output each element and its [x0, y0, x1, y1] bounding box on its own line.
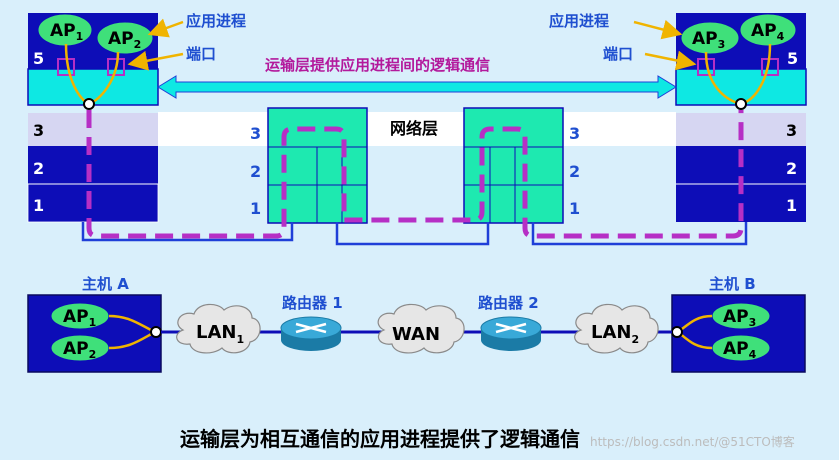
router1-arrows-icon	[295, 322, 327, 334]
lan2-label: LAN2	[591, 322, 639, 346]
lan1-cloud: LAN1	[176, 303, 261, 354]
left-layer3-block	[28, 113, 158, 146]
left-ap1-label: AP1	[50, 21, 83, 43]
left-socket-node	[83, 98, 95, 110]
link-router1-to-router2	[335, 222, 490, 246]
network-layer-label: 网络层	[390, 119, 438, 138]
host-b-ap4-label: AP4	[723, 339, 757, 361]
left-annotation-app-arrow	[147, 18, 184, 38]
router1-label: 路由器 1	[282, 294, 343, 312]
router2-label: 路由器 2	[478, 294, 539, 312]
wan-cloud: WAN	[377, 303, 465, 354]
host-b-socket-node	[671, 326, 683, 338]
host-a-label: 主机 A	[82, 275, 129, 293]
host-a-ap2-label: AP2	[63, 339, 96, 361]
left-annotation-app-process: 应用进程	[186, 12, 246, 30]
transport-arrow-label: 运输层提供应用进程间的逻辑通信	[265, 56, 490, 74]
left-host-stack: AP1 AP2 5 3 2 1	[27, 13, 159, 223]
bottom-caption: 运输层为相互通信的应用进程提供了逻辑通信	[180, 427, 580, 451]
watermark-text: https://blog.csdn.net/@51CTO博客	[590, 434, 795, 449]
lan1-label: LAN1	[196, 322, 244, 346]
left-layer2-number: 2	[33, 159, 44, 178]
router-right-layer3-number: 3	[569, 124, 580, 143]
router-left-layer3-number: 3	[250, 124, 261, 143]
transport-arrow: 运输层提供应用进程间的逻辑通信	[157, 56, 677, 99]
wan-label: WAN	[392, 324, 440, 345]
right-ap3-label: AP3	[692, 29, 725, 51]
lan2-cloud-shape	[574, 303, 659, 354]
router-right-box	[463, 107, 564, 224]
host-b-ap3-label: AP3	[723, 307, 756, 329]
right-layer1-number: 1	[786, 196, 797, 215]
right-ap4-label: AP4	[751, 21, 785, 43]
router-right-layer1-number: 1	[569, 199, 580, 218]
host-b-box: AP3 AP4	[671, 294, 806, 373]
wan-cloud-shape	[377, 303, 465, 354]
left-layer2-block	[28, 146, 158, 184]
lan1-cloud-shape	[176, 303, 261, 354]
network-layer-band	[158, 112, 676, 146]
right-socket-node	[735, 98, 747, 110]
left-layer1-block	[27, 183, 159, 223]
right-annotation-port: 端口	[603, 45, 633, 63]
right-ap4-bubble	[739, 13, 797, 47]
router1-icon	[280, 316, 342, 351]
left-layer5-number: 5	[33, 49, 44, 68]
right-layer3-number: 3	[786, 121, 797, 140]
right-annotation-port-arrow	[644, 50, 697, 71]
left-layer3-number: 3	[33, 121, 44, 140]
link-router2-to-right-host	[531, 222, 748, 246]
right-layer5-number: 5	[787, 49, 798, 68]
router-left-layer1-number: 1	[250, 199, 261, 218]
host-a-ap1-label: AP1	[63, 307, 96, 329]
left-annotation-port-arrow	[127, 50, 184, 71]
router-left-layer2-number: 2	[250, 162, 261, 181]
logical-data-path	[86, 110, 744, 239]
left-ap2-bubble	[96, 21, 154, 55]
lan2-cloud: LAN2	[574, 303, 659, 354]
router2-arrows-icon	[495, 322, 527, 334]
transport-double-arrow	[157, 75, 677, 99]
host-a-box: AP1 AP2	[27, 294, 162, 373]
left-port-ap2	[107, 58, 125, 76]
left-ap2-label: AP2	[108, 29, 141, 51]
right-layer2-number: 2	[786, 159, 797, 178]
right-annotation-app-arrow	[633, 19, 683, 40]
router2-icon	[480, 316, 542, 351]
link-left-host-to-router1	[81, 222, 294, 242]
host-a-socket-node	[150, 326, 162, 338]
left-annotation-port: 端口	[186, 45, 216, 63]
router-left-stack: 3 2 1	[250, 107, 368, 224]
host-b-label: 主机 B	[709, 275, 756, 293]
right-annotation-app-process: 应用进程	[549, 12, 609, 30]
left-layer1-number: 1	[33, 196, 44, 215]
router-right-layer2-number: 2	[569, 162, 580, 181]
